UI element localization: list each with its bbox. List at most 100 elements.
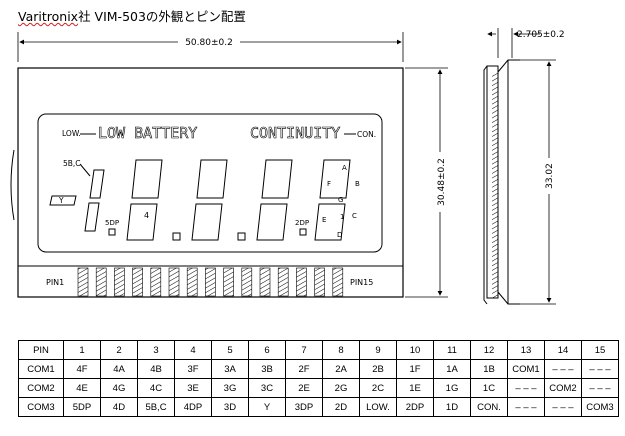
header-cell: 3	[137, 340, 175, 360]
table-cell: 4DP	[174, 397, 212, 417]
table-cell: Y	[248, 397, 286, 417]
table-cell: 3DP	[285, 397, 323, 417]
module-drawing: 50.80±0.2 30.48±0.2 LOW. LOW BATTERY CON…	[10, 28, 565, 305]
header-cell: 15	[581, 340, 619, 360]
label-2dp: 2DP	[295, 219, 309, 227]
seg-b: B	[355, 180, 360, 188]
header-cell: 14	[544, 340, 582, 360]
table-cell: 3B	[248, 359, 286, 379]
table-header-row: PIN 1 2 3 4 5 6 7 8 9 10 11 12 13 14 15	[18, 340, 619, 360]
header-cell: 4	[174, 340, 212, 360]
header-cell: 2	[100, 340, 138, 360]
table-cell: 4D	[100, 397, 138, 417]
table-cell: COM2	[544, 378, 582, 398]
table-row-com2: COM2 4E 4G 4C 3E 3G 3C 2E 2G 2C 1E 1G 1C…	[18, 378, 619, 398]
height-dimension: 30.48±0.2	[405, 67, 448, 298]
table-cell: 5DP	[63, 397, 101, 417]
low-label: LOW.	[62, 129, 81, 138]
table-cell: – – –	[581, 359, 619, 379]
table-cell: 4A	[100, 359, 138, 379]
header-cell: 9	[359, 340, 397, 360]
table-cell: 2D	[322, 397, 360, 417]
pin-strip: PIN1 PIN15	[18, 265, 403, 298]
label-y: Y	[58, 196, 64, 205]
table-cell: 3F	[174, 359, 212, 379]
table-cell: 2B	[359, 359, 397, 379]
table-cell: 3E	[174, 378, 212, 398]
pin-contact	[296, 267, 307, 297]
seg-f: F	[327, 180, 331, 188]
header-cell: 12	[470, 340, 508, 360]
label-4: 4	[144, 211, 149, 220]
pin-contact	[241, 267, 253, 297]
table-cell: COM3	[18, 397, 64, 417]
table-cell: – – –	[544, 359, 582, 379]
digit-2	[256, 159, 293, 241]
pin-contact	[150, 267, 162, 297]
digit-1	[314, 159, 351, 241]
label-5dp: 5DP	[105, 219, 119, 227]
pin1-label: PIN1	[46, 278, 64, 287]
pin-contact	[205, 267, 216, 297]
table-cell: CON.	[470, 397, 508, 417]
title-rest: 社 VIM-503の外観とピン配置	[78, 9, 246, 24]
low-battery-label: LOW BATTERY	[98, 124, 197, 142]
header-cell: 13	[507, 340, 545, 360]
table-cell: – – –	[581, 378, 619, 398]
con-label: CON.	[357, 130, 376, 139]
table-cell: 4F	[63, 359, 101, 379]
brand-name: Varitronix	[18, 9, 79, 24]
table-cell: – – –	[544, 397, 582, 417]
table-cell: 3G	[211, 378, 249, 398]
seg-1: 1	[340, 213, 344, 221]
digit-4	[126, 159, 163, 241]
table-cell: 4E	[63, 378, 101, 398]
header-cell: 7	[285, 340, 323, 360]
table-cell: 1B	[470, 359, 508, 379]
table-cell: 3C	[248, 378, 286, 398]
table-cell: 1D	[433, 397, 471, 417]
pin-contact	[277, 267, 289, 297]
table-cell: 4G	[100, 378, 138, 398]
table-cell: – – –	[507, 378, 545, 398]
pin-contact	[114, 267, 125, 297]
table-cell: 1C	[470, 378, 508, 398]
height-dim-label: 30.48±0.2	[437, 158, 447, 206]
header-cell: 5	[211, 340, 249, 360]
side-view: 2.705±0.2 33.02	[483, 28, 565, 305]
header-cell: 1	[63, 340, 101, 360]
table-cell: 2F	[285, 359, 323, 379]
table-cell: 4B	[137, 359, 175, 379]
header-cell: 11	[433, 340, 471, 360]
seg-a: A	[342, 164, 347, 172]
table-cell: 2E	[285, 378, 323, 398]
table-row-com1: COM1 4F 4A 4B 3F 3A 3B 2F 2A 2B 1F 1A 1B…	[18, 359, 619, 379]
header-cell: 6	[248, 340, 286, 360]
table-cell: 2DP	[396, 397, 434, 417]
pin-contact	[132, 267, 143, 297]
table-cell: 4C	[137, 378, 175, 398]
thickness-dim-label: 2.705±0.2	[517, 30, 565, 40]
table-cell: LOW.	[359, 397, 397, 417]
table-cell: COM3	[581, 397, 619, 417]
table-cell: 1A	[433, 359, 471, 379]
seg-e: E	[322, 216, 326, 224]
pin-contact	[259, 267, 271, 297]
digit-3	[191, 159, 228, 241]
module-front	[10, 67, 404, 298]
table-row-com3: COM3 5DP 4D 5B,C 4DP 3D Y 3DP 2D LOW. 2D…	[18, 397, 619, 417]
table-cell: COM1	[507, 359, 545, 379]
width-dimension: 50.80±0.2	[17, 32, 404, 62]
table-cell: 2C	[359, 378, 397, 398]
table-cell: 2A	[322, 359, 360, 379]
pin-contact	[168, 267, 180, 297]
pin15-label: PIN15	[350, 278, 373, 287]
seg-c: C	[352, 212, 357, 220]
header-cell: 10	[396, 340, 434, 360]
pin-contact	[332, 267, 344, 297]
pin-assignment-table: PIN 1 2 3 4 5 6 7 8 9 10 11 12 13 14 15 …	[18, 340, 619, 417]
table-cell: 3D	[211, 397, 249, 417]
width-dim-label: 50.80±0.2	[185, 38, 233, 48]
page-title: Varitronix社 VIM-503の外観とピン配置	[18, 6, 246, 25]
lcd-display: LOW. LOW BATTERY CONTINUITY CON. 5B,C Y …	[49, 124, 376, 241]
